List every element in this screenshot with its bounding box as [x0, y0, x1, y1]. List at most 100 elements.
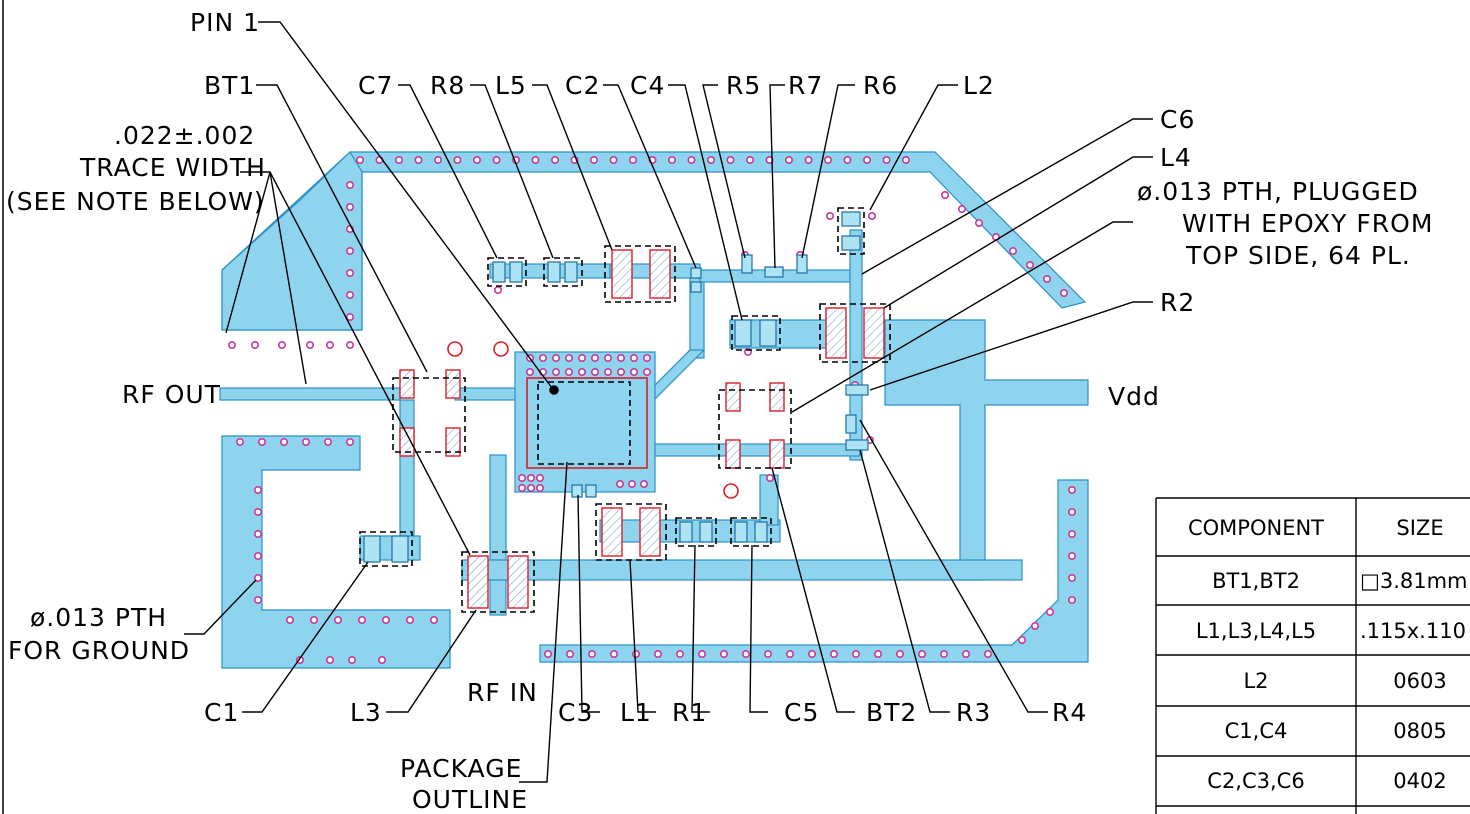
via-hole: [381, 615, 390, 624]
via-hole: [917, 649, 926, 658]
via-hole: [603, 367, 612, 376]
via-hole: [862, 156, 871, 165]
table-cell: 0603: [1393, 669, 1446, 693]
table-cell: □3.81mm: [1360, 569, 1468, 593]
via-hole: [765, 473, 774, 482]
label-l4: L4: [1160, 143, 1192, 172]
via-hole: [551, 367, 560, 376]
label-pth-note-3: TOP SIDE, 64 PL.: [1185, 241, 1411, 270]
label-c4: C4: [630, 71, 665, 100]
label-r3: R3: [956, 698, 991, 727]
via-hole: [325, 655, 334, 664]
via-hole: [472, 156, 481, 165]
via-hole: [587, 649, 596, 658]
via-hole: [550, 156, 559, 165]
via-hole: [254, 551, 263, 560]
via-hole: [642, 353, 651, 362]
label-r5: R5: [726, 71, 761, 100]
label-r8: R8: [430, 71, 465, 100]
label-r4: R4: [1052, 698, 1087, 727]
via-hole: [254, 573, 263, 582]
via-hole: [357, 615, 366, 624]
label-rf-out: RF OUT: [122, 380, 221, 409]
via-hole: [807, 649, 816, 658]
via-hole: [345, 437, 354, 446]
via-hole: [1068, 573, 1077, 582]
via-hole: [347, 655, 356, 664]
label-trace-2: TRACE WIDTH: [79, 153, 266, 182]
label-r2: R2: [1160, 288, 1195, 317]
label-c5: C5: [784, 698, 819, 727]
via-hole: [1026, 260, 1035, 269]
label-pth-note-2: WITH EPOXY FROM: [1182, 209, 1433, 238]
via-hole: [517, 473, 526, 482]
table-cell: .115x.110: [1360, 619, 1466, 643]
via-hole: [957, 205, 966, 214]
via-hole: [745, 156, 754, 165]
via-hole: [706, 156, 715, 165]
label-ground-1: ø.013 PTH: [30, 603, 167, 632]
label-r6: R6: [863, 71, 898, 100]
table-cell: L1,L3,L4,L5: [1196, 619, 1316, 643]
via-hole: [254, 507, 263, 516]
via-hole: [629, 367, 638, 376]
via-hole: [1068, 595, 1077, 604]
component-size-table: COMPONENT SIZE BT1,BT2 □3.81mm L1,L3,L4,…: [1155, 497, 1470, 814]
label-l2: L2: [963, 71, 995, 100]
via-hole: [345, 203, 354, 212]
label-c6: C6: [1160, 105, 1195, 134]
via-hole: [823, 156, 832, 165]
via-hole: [609, 156, 618, 165]
via-hole: [345, 247, 354, 256]
via-hole: [825, 212, 834, 221]
via-hole: [577, 353, 586, 362]
via-hole: [565, 649, 574, 658]
label-l3: L3: [350, 698, 382, 727]
via-hole: [492, 156, 501, 165]
via-hole: [639, 479, 648, 488]
via-hole: [616, 367, 625, 376]
via-hole: [535, 483, 544, 492]
table-cell: 0402: [1393, 769, 1446, 793]
label-pth-note-1: ø.013 PTH, PLUGGED: [1137, 177, 1419, 206]
table-header-size: SIZE: [1396, 516, 1443, 540]
via-hole: [345, 312, 354, 321]
table-header-component: COMPONENT: [1188, 516, 1324, 540]
via-hole: [333, 615, 342, 624]
via-hole: [453, 156, 462, 165]
via-hole: [251, 340, 260, 349]
via-hole: [829, 649, 838, 658]
via-hole: [257, 437, 266, 446]
via-hole: [843, 156, 852, 165]
component-footprints: [359, 207, 891, 613]
via-hole: [1008, 247, 1017, 256]
callout-labels: PIN 1 BT1 C7 R8 L5 C2 C4 R5 R7 R6 L2 C6 …: [6, 8, 1433, 814]
via-hole: [589, 156, 598, 165]
via-hole: [895, 649, 904, 658]
via-hole: [628, 156, 637, 165]
label-trace-1: .022±.002: [114, 121, 255, 150]
label-bt1: BT1: [204, 71, 255, 100]
table-cell: C1,C4: [1225, 719, 1288, 743]
label-package-1: PACKAGE: [400, 754, 522, 783]
label-package-2: OUTLINE: [412, 785, 528, 814]
leader-lines: [184, 21, 1153, 783]
via-hole: [1068, 507, 1077, 516]
via-hole: [345, 290, 354, 299]
table-cell: C2,C3,C6: [1207, 769, 1304, 793]
via-hole: [1068, 485, 1077, 494]
via-hole: [631, 649, 640, 658]
via-hole: [719, 649, 728, 658]
via-hole: [697, 649, 706, 658]
via-hole: [901, 156, 910, 165]
label-r7: R7: [788, 71, 823, 100]
via-hole: [345, 181, 354, 190]
via-hole: [277, 340, 286, 349]
via-hole: [254, 529, 263, 538]
via-hole: [535, 473, 544, 482]
via-hole: [405, 615, 414, 624]
via-hole: [525, 367, 534, 376]
via-hole: [603, 353, 612, 362]
via-hole: [538, 353, 547, 362]
via-hole: [236, 437, 245, 446]
